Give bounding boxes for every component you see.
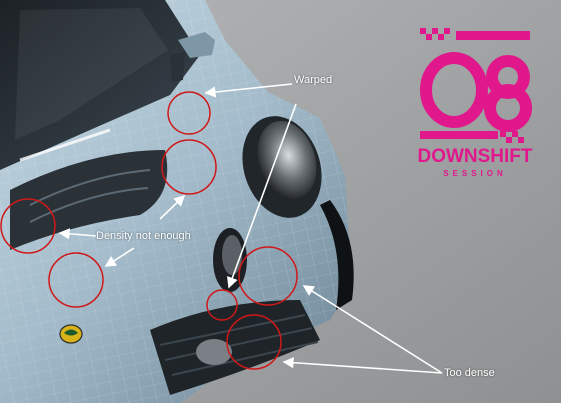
circle-dense-intake	[226, 314, 282, 370]
fog-light	[196, 339, 232, 365]
circle-dense-fender	[238, 246, 298, 306]
logo-checker-top	[420, 28, 530, 40]
downshift-session-logo: DOWNSHIFT SESSION	[417, 28, 533, 178]
windshield	[0, 0, 200, 170]
logo-checker-bottom	[420, 131, 524, 143]
circle-density-left	[0, 198, 56, 254]
circle-density-hood	[161, 139, 217, 195]
circle-warped-lamp	[206, 289, 238, 321]
logo-subtitle: SESSION	[443, 169, 507, 178]
circle-density-lower	[48, 252, 104, 308]
annotation-circles	[0, 91, 298, 370]
logo-title: DOWNSHIFT	[417, 146, 532, 167]
logo-number-08	[420, 52, 532, 132]
label-warped: Warped	[294, 74, 333, 86]
label-too-dense: Too dense	[444, 367, 495, 379]
hood-vent	[10, 150, 168, 250]
annotation-arrows	[58, 83, 443, 374]
side-mirror	[178, 32, 215, 58]
label-density-not-enough: Density not enough	[96, 230, 191, 242]
lotus-badge-icon	[59, 324, 83, 344]
circle-warped-roof	[167, 91, 211, 135]
wheel-arch	[320, 200, 354, 310]
